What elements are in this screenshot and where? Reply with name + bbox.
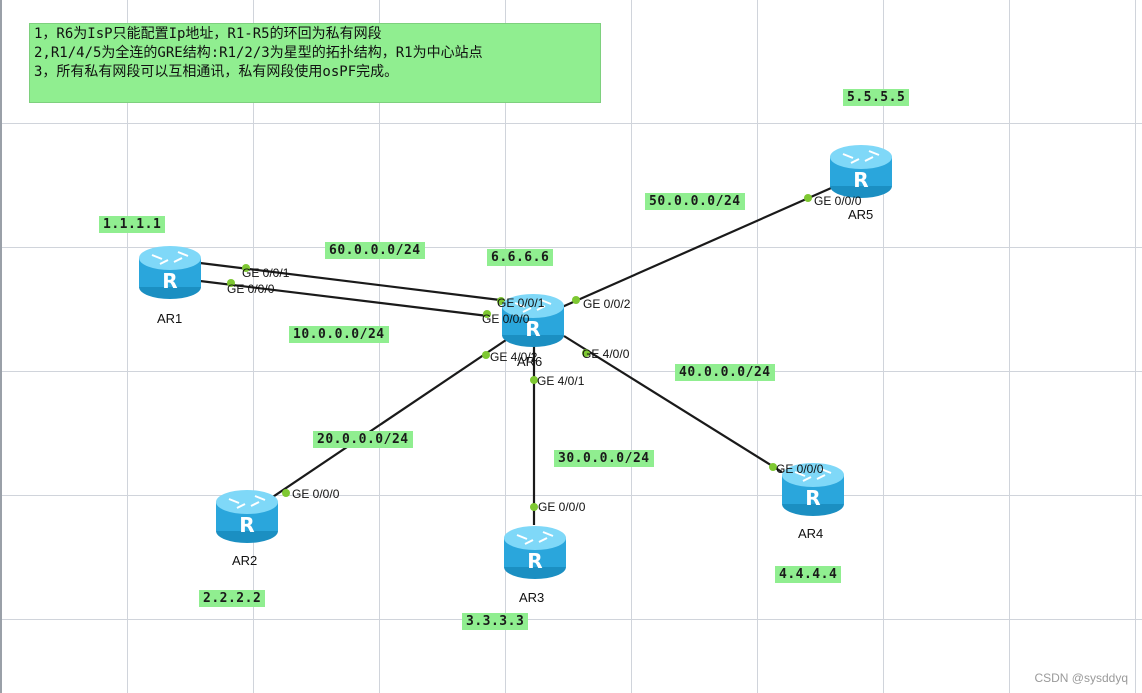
router-name-ar1: AR1 bbox=[157, 311, 183, 326]
link-ar2-ar6 bbox=[245, 339, 507, 516]
loopback-ar1: 1.1.1.1 bbox=[99, 216, 166, 233]
port-ar6-g400: GE 4/0/0 bbox=[582, 347, 630, 361]
port-ar6-g001: GE 0/0/1 bbox=[497, 296, 545, 310]
router-name-ar4: AR4 bbox=[798, 526, 824, 541]
link-ar5-ar6 bbox=[561, 183, 839, 309]
network-50: 50.0.0.0/24 bbox=[645, 193, 745, 210]
network-10: 10.0.0.0/24 bbox=[289, 326, 389, 343]
svg-text:R: R bbox=[239, 513, 254, 537]
link-ar1-ar6-60 bbox=[199, 261, 501, 302]
router-name-ar3: AR3 bbox=[519, 590, 545, 605]
port-ar3-g000: GE 0/0/0 bbox=[538, 500, 586, 514]
port-ar6-g002: GE 0/0/2 bbox=[583, 297, 631, 311]
link-ar4-ar6 bbox=[563, 335, 783, 473]
router-name-ar2: AR2 bbox=[232, 553, 258, 568]
note-line-3: 3，所有私有网段可以互相通讯，私有网段使用osPF完成。 bbox=[34, 64, 399, 80]
loopback-ar2: 2.2.2.2 bbox=[199, 590, 266, 607]
link-ar1-ar6-10 bbox=[199, 279, 489, 318]
loopback-ar6: 6.6.6.6 bbox=[487, 249, 554, 266]
watermark: CSDN @sysddyq bbox=[1034, 671, 1128, 685]
port-ar2-g000: GE 0/0/0 bbox=[292, 487, 340, 501]
port-dot bbox=[242, 264, 250, 272]
router-name-ar6: AR6 bbox=[517, 354, 543, 369]
loopback-ar3: 3.3.3.3 bbox=[462, 613, 529, 630]
port-dot bbox=[227, 279, 235, 287]
loopback-ar4: 4.4.4.4 bbox=[775, 566, 842, 583]
port-ar6-g401: GE 4/0/1 bbox=[537, 374, 585, 388]
loopback-ar5: 5.5.5.5 bbox=[843, 89, 910, 106]
port-dot bbox=[282, 489, 290, 497]
svg-text:R: R bbox=[853, 168, 868, 192]
router-ar3-icon[interactable]: R bbox=[503, 522, 567, 582]
port-ar6-g000: GE 0/0/0 bbox=[482, 312, 530, 326]
requirements-note: 1，R6为IsP只能配置Ip地址，R1-R5的环回为私有网段 2,R1/4/5为… bbox=[29, 23, 601, 103]
port-dot bbox=[482, 351, 490, 359]
svg-text:R: R bbox=[527, 549, 542, 573]
port-dot bbox=[582, 349, 590, 357]
port-ar6-g402: GE 4/0/2 bbox=[490, 350, 538, 364]
port-dot bbox=[530, 376, 538, 384]
router-ar4-icon[interactable]: R bbox=[781, 459, 845, 519]
svg-text:R: R bbox=[805, 486, 820, 510]
port-dot bbox=[530, 503, 538, 511]
network-60: 60.0.0.0/24 bbox=[325, 242, 425, 259]
port-dot bbox=[769, 463, 777, 471]
network-20: 20.0.0.0/24 bbox=[313, 431, 413, 448]
svg-text:R: R bbox=[162, 269, 177, 293]
port-ar1-g000: GE 0/0/0 bbox=[227, 282, 275, 296]
port-dot bbox=[572, 296, 580, 304]
svg-text:R: R bbox=[525, 317, 540, 341]
router-name-ar5: AR5 bbox=[848, 207, 874, 222]
note-line-1: 1，R6为IsP只能配置Ip地址，R1-R5的环回为私有网段 bbox=[34, 26, 382, 42]
network-40: 40.0.0.0/24 bbox=[675, 364, 775, 381]
port-dot bbox=[483, 310, 491, 318]
router-ar5-icon[interactable]: R bbox=[829, 141, 893, 201]
port-ar4-g000: GE 0/0/0 bbox=[776, 462, 824, 476]
router-ar6-icon[interactable]: R bbox=[501, 290, 565, 350]
port-ar5-g000: GE 0/0/0 bbox=[814, 194, 862, 208]
router-ar2-icon[interactable]: R bbox=[215, 486, 279, 546]
network-30: 30.0.0.0/24 bbox=[554, 450, 654, 467]
note-line-2: 2,R1/4/5为全连的GRE结构:R1/2/3为星型的拓扑结构，R1为中心站点 bbox=[34, 45, 483, 61]
port-dot bbox=[804, 194, 812, 202]
port-ar1-g001: GE 0/0/1 bbox=[242, 266, 290, 280]
router-ar1-icon[interactable]: R bbox=[138, 242, 202, 302]
